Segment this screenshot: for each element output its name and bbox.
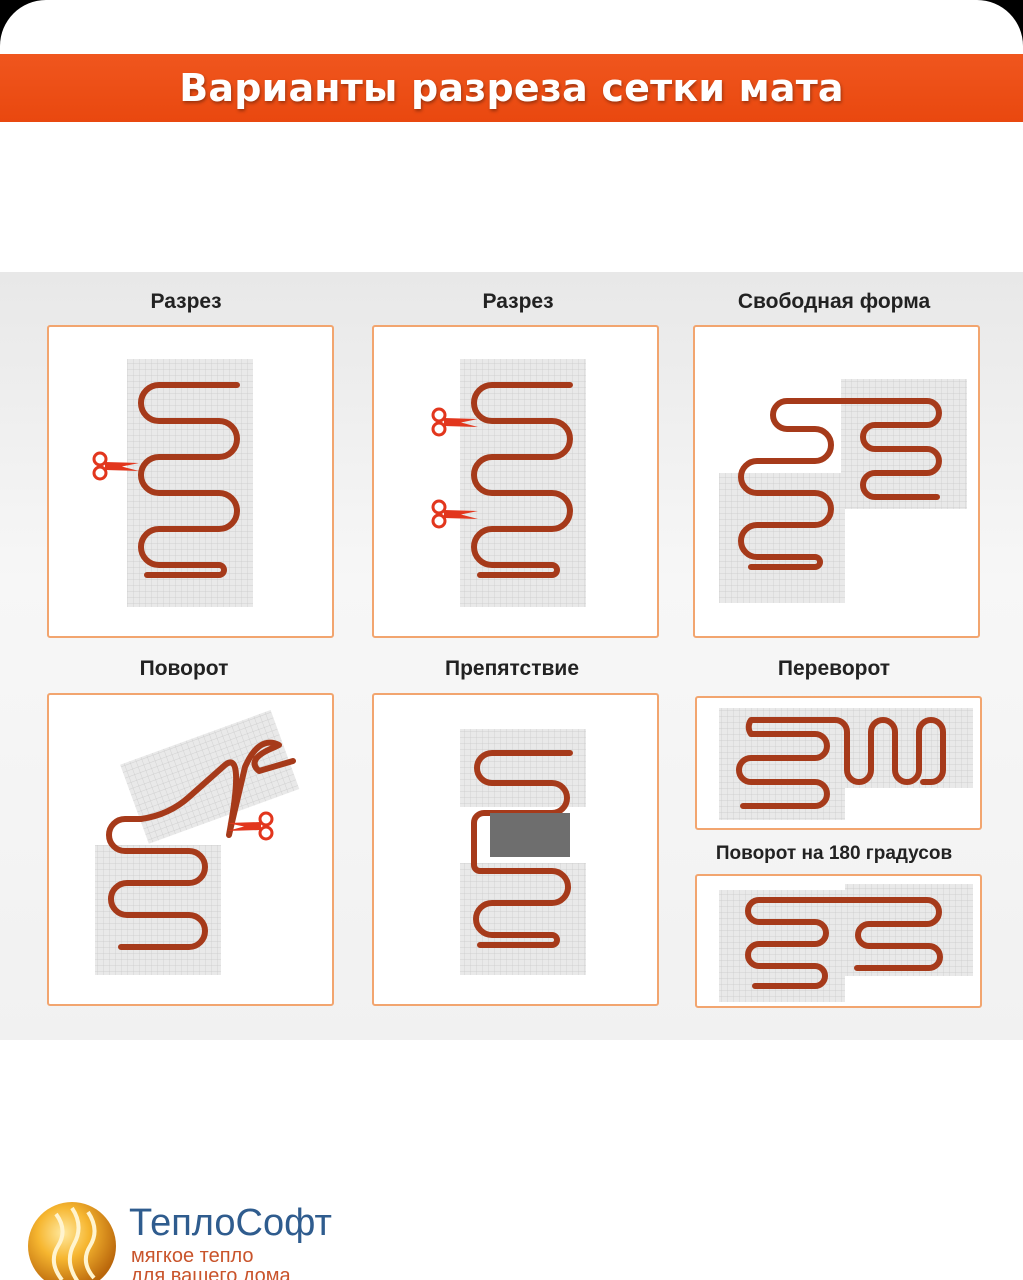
brand-tagline-line2: для вашего дома bbox=[131, 1265, 291, 1280]
scissors-icon bbox=[431, 499, 478, 529]
scissors-icon bbox=[227, 811, 274, 841]
heating-cable bbox=[138, 382, 240, 578]
card-obstacle bbox=[372, 693, 659, 1006]
card-label-turn: Поворот bbox=[139, 657, 229, 680]
card-label-obstacle: Препятствие bbox=[444, 657, 579, 680]
heating-cable bbox=[106, 739, 296, 950]
heating-cable bbox=[471, 382, 573, 578]
card-label-turn-180: Поворот на 180 градусов bbox=[715, 843, 953, 864]
brand-tagline-line1: мягкое тепло bbox=[131, 1245, 254, 1267]
turn-180-diagram bbox=[719, 884, 973, 1002]
cut-2-diagram bbox=[431, 359, 586, 607]
teplosoft-logo-icon bbox=[28, 1202, 116, 1280]
card-turn-180 bbox=[695, 874, 982, 1008]
card-label-free-form: Свободная форма bbox=[737, 290, 931, 313]
diagram-panel: Разрез Разрез Свободная форма bbox=[0, 272, 1023, 1040]
card-cut-1 bbox=[47, 325, 334, 638]
card-label-cut-1: Разрез bbox=[150, 290, 222, 313]
heating-cable bbox=[471, 750, 573, 948]
scissors-icon bbox=[92, 451, 139, 481]
card-free-form bbox=[693, 325, 980, 638]
turn-diagram bbox=[95, 710, 300, 975]
card-label-cut-2: Разрез bbox=[482, 290, 554, 313]
obstacle-diagram bbox=[460, 729, 586, 975]
flip-diagram bbox=[719, 708, 973, 820]
card-turn bbox=[47, 693, 334, 1006]
card-flip bbox=[695, 696, 982, 830]
page-title: Варианты разреза сетки мата bbox=[179, 66, 844, 110]
heating-cable bbox=[745, 897, 943, 989]
free-form-diagram bbox=[719, 379, 967, 603]
heating-cable bbox=[738, 398, 942, 570]
scissors-icon bbox=[431, 407, 478, 437]
cut-1-diagram bbox=[92, 359, 253, 607]
title-banner: Варианты разреза сетки мата bbox=[0, 54, 1023, 122]
heating-cable bbox=[736, 717, 946, 809]
mesh-grid bbox=[845, 708, 973, 788]
brand-logo: ТеплоСофт мягкое тепло для вашего дома bbox=[26, 1196, 366, 1280]
card-label-flip: Переворот bbox=[777, 657, 891, 680]
card-cut-2 bbox=[372, 325, 659, 638]
brand-name: ТеплоСофт bbox=[129, 1202, 332, 1244]
obstacle-block bbox=[490, 813, 570, 857]
